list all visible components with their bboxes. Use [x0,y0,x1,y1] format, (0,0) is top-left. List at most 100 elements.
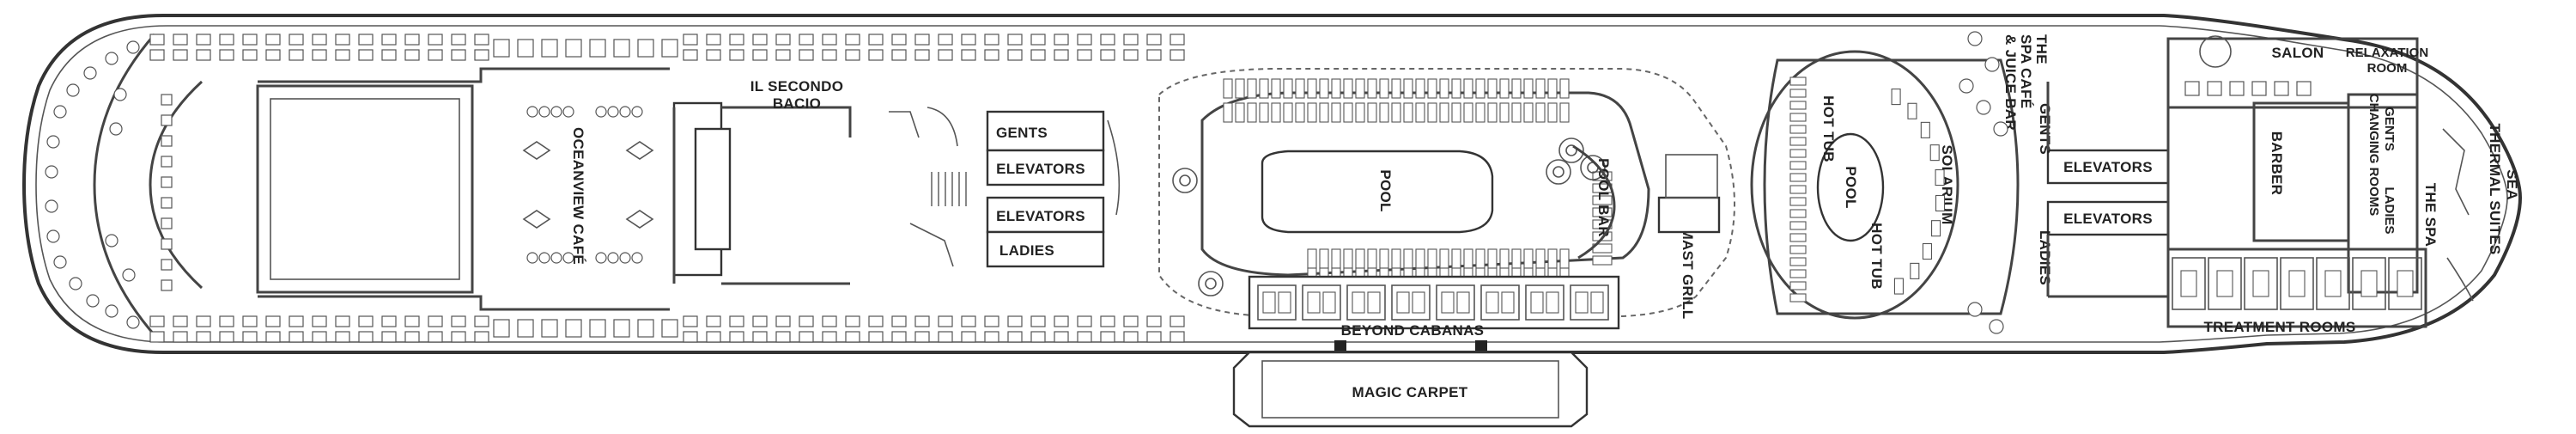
lounger [1451,78,1461,99]
cafe-seat [914,34,930,46]
lounger [1789,281,1807,290]
cafe-seat [1007,49,1023,61]
cafe-seat [381,331,397,343]
cabana [1570,284,1609,321]
cafe-seat [404,34,420,46]
bow-table [109,122,123,136]
cafe-seat [1146,49,1162,61]
cafe-seat [683,49,698,61]
cafe-seat [265,331,281,343]
cafe-seat [1007,315,1023,327]
lounger [1523,78,1534,99]
solarium-dome-line [1750,50,1959,320]
lounger [1935,169,1945,186]
cafe-seat [1146,34,1162,46]
lounger [1789,293,1807,303]
treatment-room [2172,257,2206,310]
lounger [1789,209,1807,218]
cafe-seat [845,315,860,327]
cabana-bed [1530,291,1544,314]
solarium-loungers [1789,76,1946,303]
lounger [1343,78,1353,99]
cabana-bed [1501,291,1515,314]
oceanview-cafe-label: OCEANVIEW CAFÉ [570,127,586,265]
gents-fwd-label: GENTS [996,125,1048,141]
lounger [1499,248,1510,269]
bow-seat [161,217,173,229]
cafe-seat [173,315,188,327]
lounger [1487,78,1498,99]
cabana-bed [1262,291,1276,314]
elevators-aft-1-label: ELEVATORS [2063,159,2153,175]
cafe-seat [1123,49,1139,61]
cabana-marker-left [1334,340,1346,351]
cafe-table [565,319,582,338]
cafe-seat [428,331,443,343]
lounger [1439,102,1449,123]
cafe-seat [289,315,304,327]
cafe-seat [1100,49,1115,61]
cafe-seat [914,49,930,61]
treatment-room [2244,257,2278,310]
elevators-fwd-1-box [986,149,1105,186]
solarium-outline [1763,58,2020,315]
lounger [1343,248,1353,269]
cafe-seat [961,34,976,46]
cafe-table [637,39,654,58]
the-spa-label: THE SPA [2422,183,2439,248]
cafe-seat [381,34,397,46]
bow-seat [161,114,173,126]
cafe-seat [289,49,304,61]
treatment-bed [2216,270,2233,297]
cafe-seat [219,49,234,61]
lounger [1415,102,1425,123]
cafe-seat [335,49,350,61]
lounger [1789,173,1807,182]
cafe-seat [173,49,188,61]
lounger [1535,248,1546,269]
lounger [1331,78,1341,99]
elevators-aft-2-box [2046,200,2170,236]
lounger [1391,248,1401,269]
cafe-seat [961,331,976,343]
cafe-seat [381,49,397,61]
salon-chair [2207,81,2222,96]
station-stool [538,106,550,118]
round-table-inner [1205,278,1217,290]
treatment-bed [2324,270,2342,297]
station-stool [595,106,607,118]
round-table [1172,168,1198,193]
hot-tub-2-label: HOT TUB [1868,223,1885,290]
cafe-table [541,319,558,338]
lounger [1592,207,1613,217]
bow-seat [161,176,173,188]
cafe-bow-curve [93,34,156,336]
cabana [1480,284,1520,321]
lounger [1547,248,1558,269]
bow-table [66,83,80,97]
round-table-inner [1552,166,1564,178]
bow-table [113,88,127,101]
lounger [1789,113,1807,122]
lounger [1367,248,1377,269]
round-table [1580,155,1606,180]
lounger [1789,101,1807,110]
cafe-seat [242,315,258,327]
bow-seat [161,279,173,291]
magic-carpet-platform [1232,351,1589,428]
station-stool [619,252,631,264]
cabana [1391,284,1431,321]
bow-table [86,294,100,308]
lounger [1427,248,1437,269]
thermal-suite-lines [2442,128,2474,302]
treatment-bed [2288,270,2306,297]
ladies-fwd-label: LADIES [999,242,1054,259]
station-counter [625,210,654,229]
bow-table [46,135,60,149]
cafe-seat [984,49,999,61]
lounger [1487,102,1498,123]
bow-table [53,255,67,269]
cafe-table [661,319,678,338]
lounger [1439,78,1449,99]
cafe-seat [312,34,327,46]
